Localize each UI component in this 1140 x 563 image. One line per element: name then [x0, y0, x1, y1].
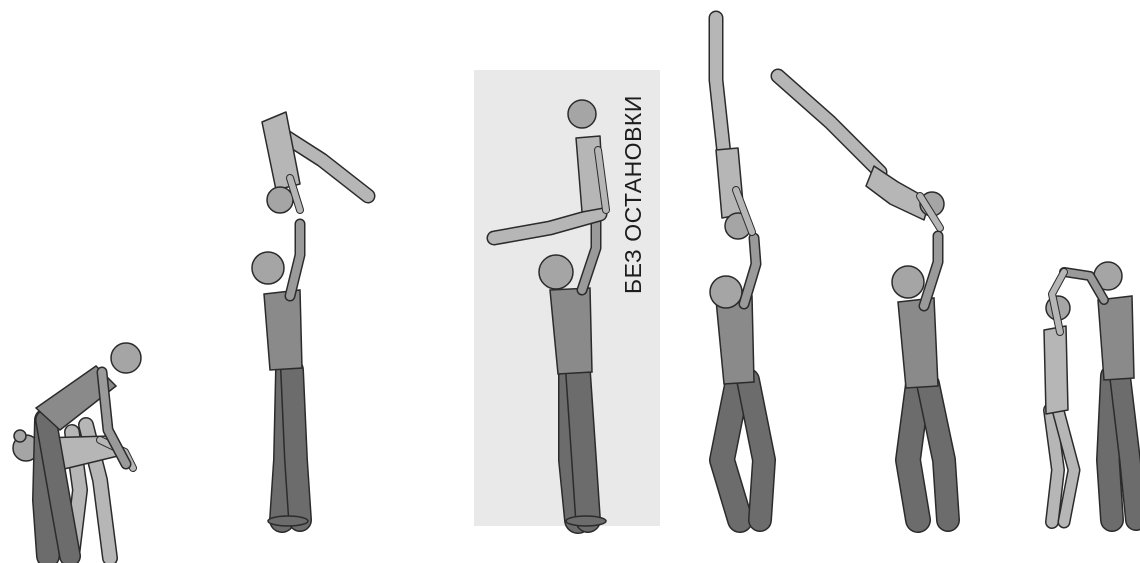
no-stop-caption: БЕЗ ОСТАНОВКИ	[613, 62, 653, 294]
frame-1-crouch-grip	[13, 343, 141, 558]
frame-2-hand-to-hand-pike	[252, 112, 368, 526]
frame-6-dismount-stand	[1044, 262, 1136, 522]
frame-4-handstand-rise	[710, 18, 764, 520]
frame-5-arch-descent	[778, 76, 948, 520]
